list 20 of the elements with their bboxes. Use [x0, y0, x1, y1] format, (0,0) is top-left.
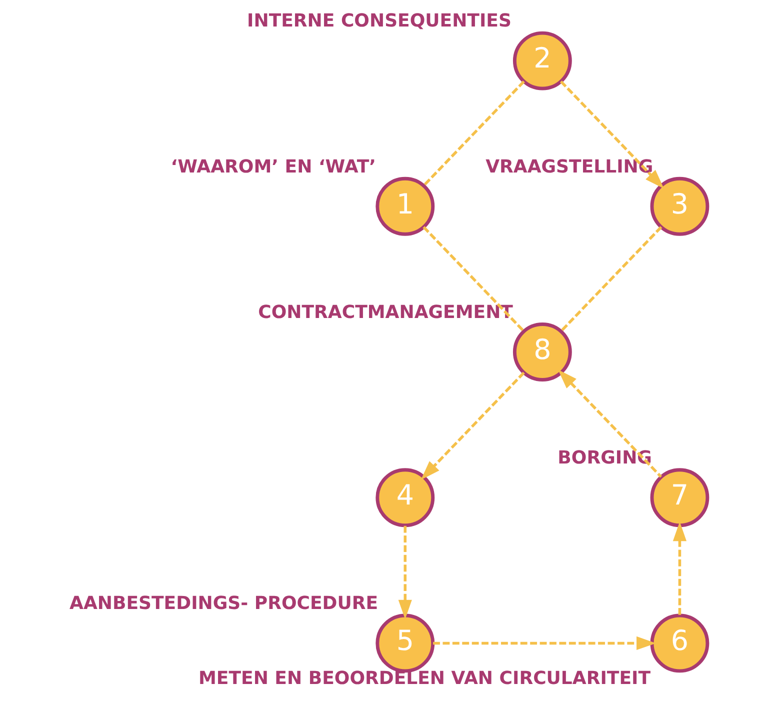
node-circle: 7	[650, 468, 710, 528]
connector	[422, 80, 525, 187]
arrow	[672, 522, 687, 616]
arrow	[398, 526, 412, 620]
arrow	[420, 372, 525, 480]
node-label: AANBESTEDINGS- PROCEDURE	[70, 593, 378, 614]
node-circle: 1	[376, 176, 435, 236]
node-circle: 6	[650, 614, 710, 673]
node-circle: 3	[650, 176, 710, 236]
node-label: CONTRACTMANAGEMENT	[258, 302, 513, 323]
node-circle: 2	[512, 31, 572, 90]
node-label: VRAAGSTELLING	[486, 156, 654, 178]
node-label: ‘WAAROM’ EN ‘WAT’	[170, 156, 376, 178]
node-circle: 4	[376, 468, 435, 528]
arrow	[560, 80, 664, 189]
node-circle: 8	[512, 322, 572, 382]
arrow	[433, 636, 656, 650]
connector	[422, 226, 525, 332]
connector	[560, 226, 662, 332]
node-label: INTERNE CONSEQUENTIES	[247, 10, 512, 32]
